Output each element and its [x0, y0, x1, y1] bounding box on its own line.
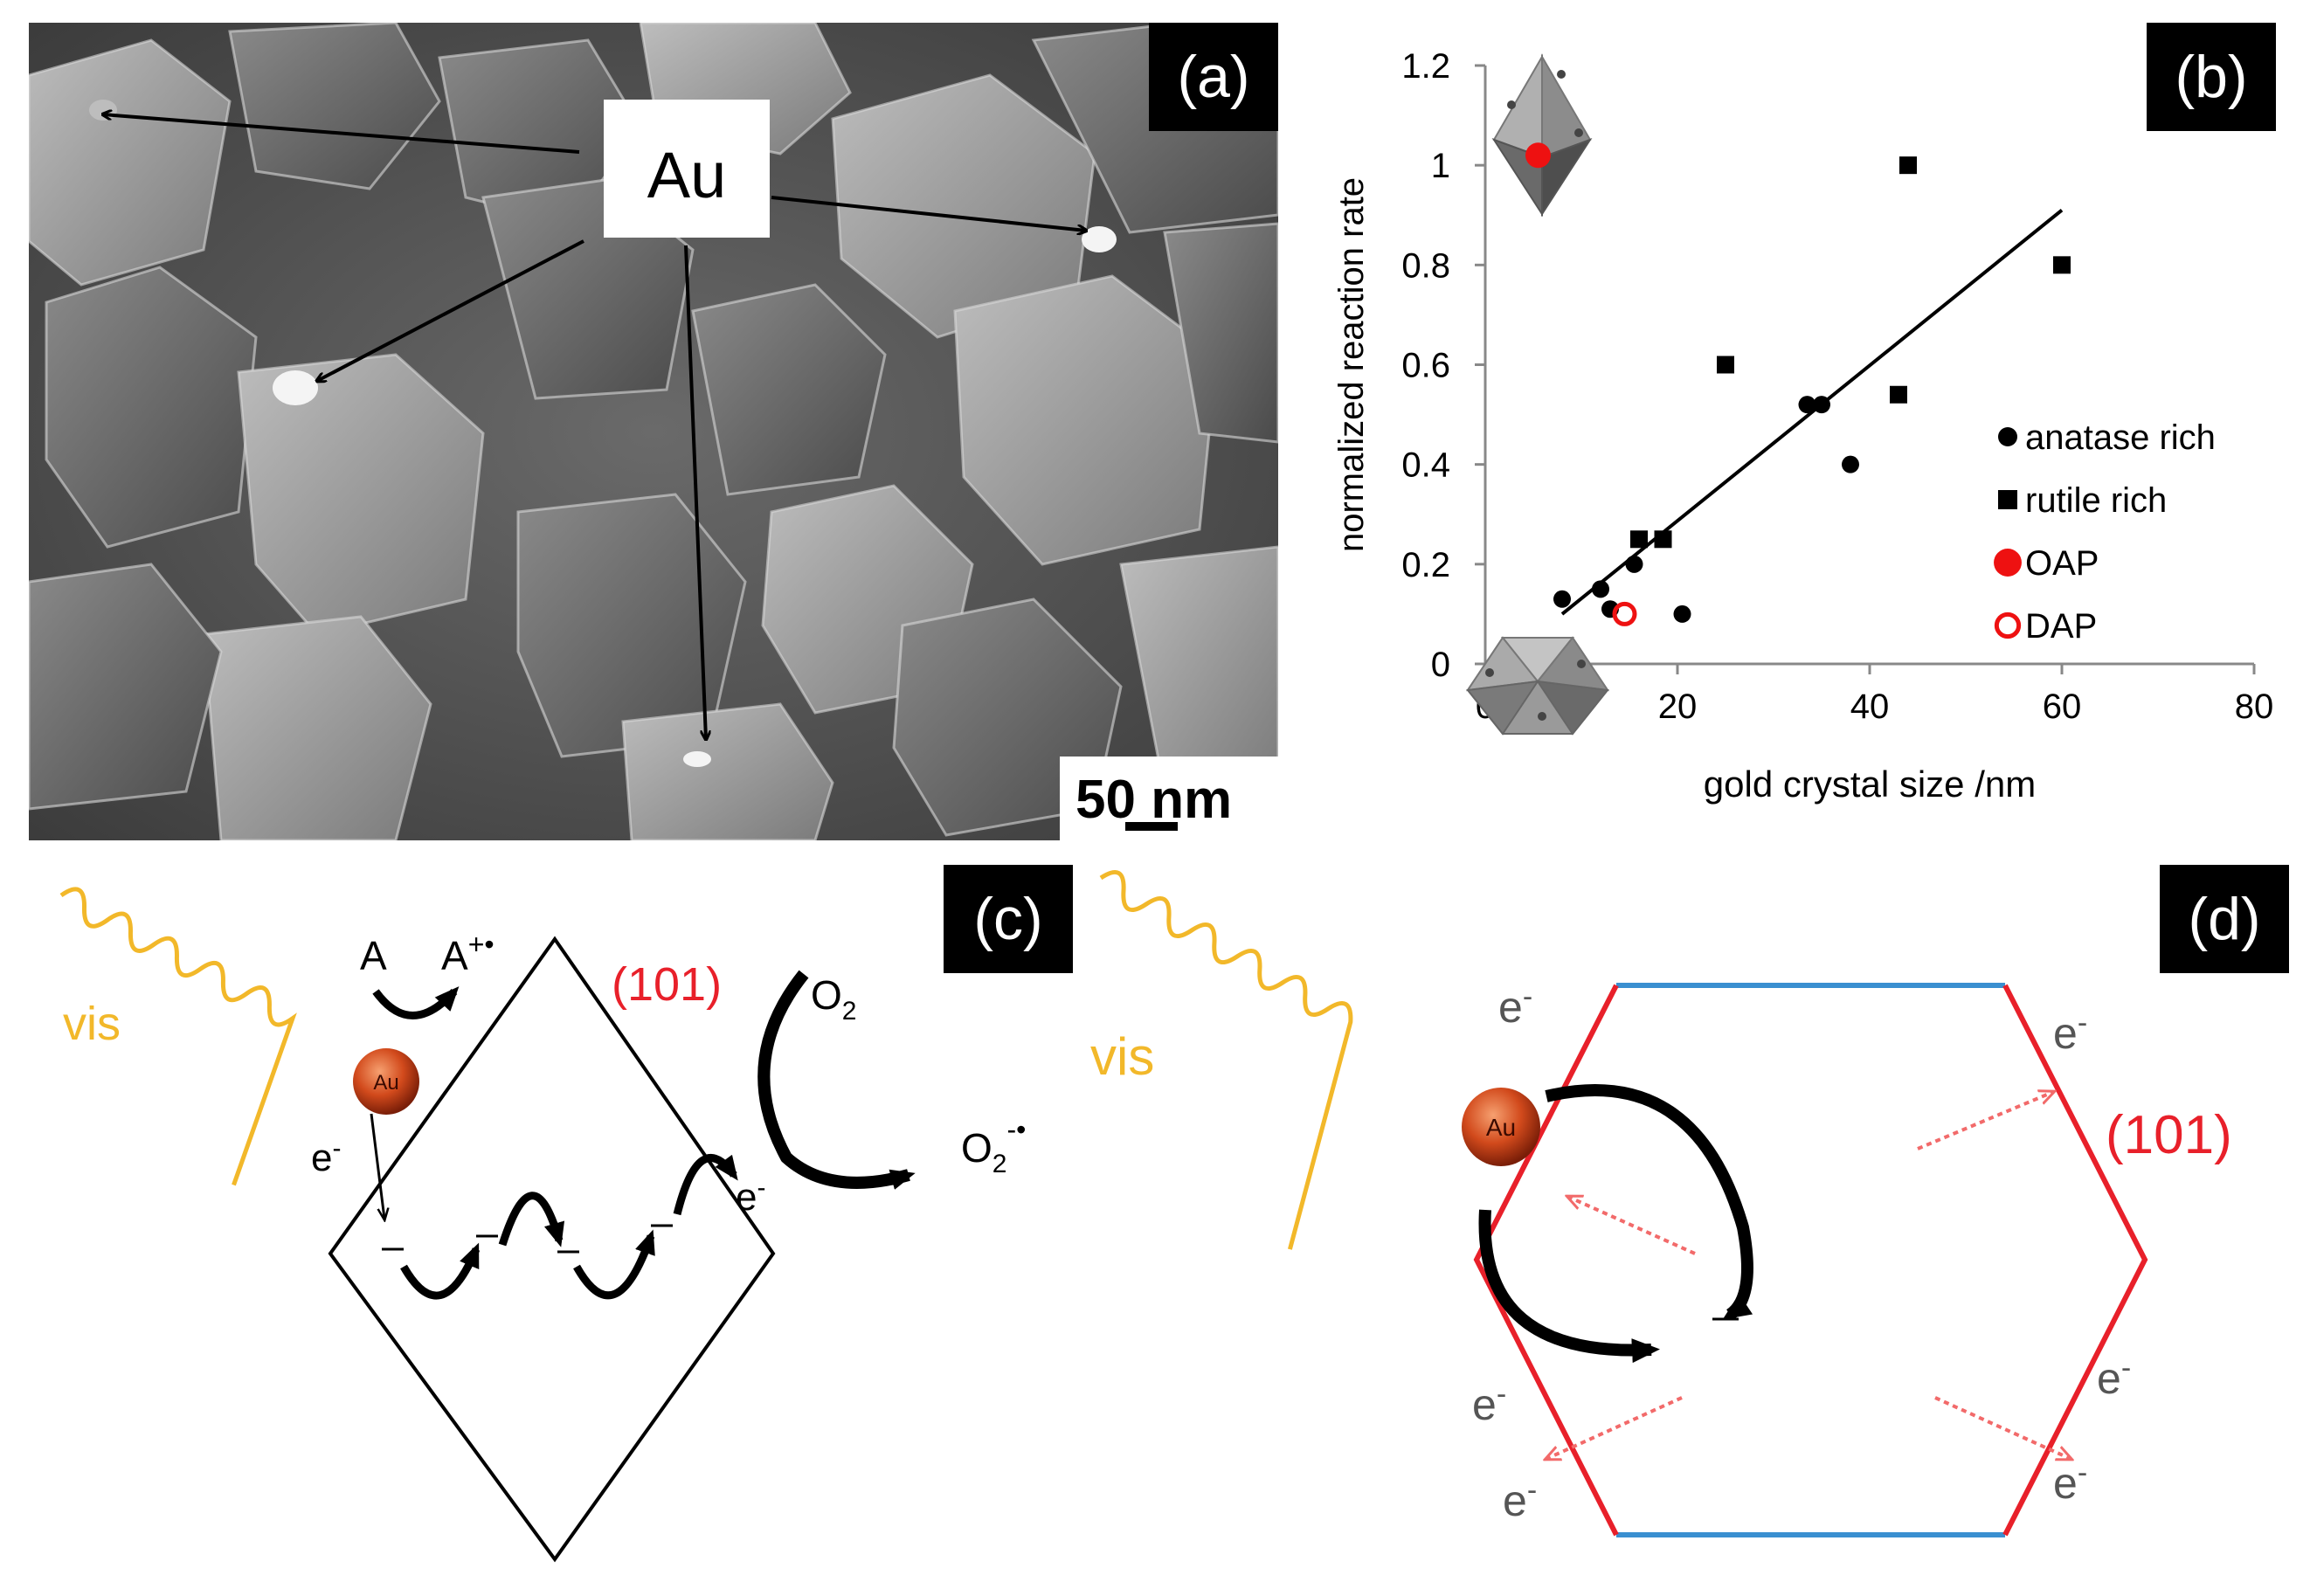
- data-point: [1890, 385, 1907, 404]
- au-particle-d: [1462, 1088, 1540, 1166]
- au-particle-c: [353, 1048, 419, 1115]
- data-point: [1625, 555, 1643, 573]
- data-point: [1525, 142, 1551, 169]
- y-tick-label: 1.2: [1401, 47, 1450, 86]
- facet-label-d: (101): [2106, 1105, 2232, 1165]
- chart-fit-line: [1560, 208, 2064, 616]
- vis-label-c: vis: [63, 998, 121, 1050]
- electron-hopping: [382, 1154, 738, 1300]
- svg-text:e-: e-: [1503, 1474, 1537, 1525]
- legend-label: OAP: [2025, 544, 2099, 583]
- scale-bar: [1125, 822, 1178, 831]
- scale-bar-label: 50 nm: [1075, 770, 1232, 830]
- y-axis-label: normalized reaction rate: [1332, 177, 1371, 552]
- svg-text:e-: e-: [2053, 1456, 2087, 1508]
- data-point: [1630, 530, 1648, 549]
- svg-text:e-: e-: [2097, 1351, 2131, 1403]
- svg-text:e-: e-: [2053, 1006, 2087, 1058]
- electron-labels-d: e- e- e- e- e- e-: [1472, 980, 2131, 1525]
- data-point: [1798, 396, 1816, 414]
- o2-reduction-arrow: [757, 970, 916, 1190]
- electron-circulation-arrow-2: [1478, 1209, 1660, 1364]
- x-axis-label: gold crystal size /nm: [1704, 763, 2036, 805]
- legend-marker: [1994, 549, 2022, 577]
- o2-label: O2: [811, 972, 856, 1026]
- anatase-rhombus: [328, 936, 776, 1563]
- svg-text:e-: e-: [1472, 1378, 1506, 1429]
- vis-label-d: vis: [1090, 1027, 1154, 1086]
- au-particle-label-d: Au: [1486, 1114, 1516, 1141]
- data-point: [1612, 601, 1637, 626]
- sem-micrograph: Au 50 nm: [27, 21, 1280, 842]
- legend-label: DAP: [2025, 607, 2097, 646]
- data-point: [1592, 580, 1609, 598]
- linear-fit: [1560, 208, 2064, 616]
- legend-marker: [1998, 427, 2017, 446]
- panel-d: vis (101) Au e- e- e- e- e-: [1083, 860, 2310, 1592]
- donor-oxidized-label: A+•: [441, 929, 495, 978]
- data-point: [2053, 256, 2071, 274]
- data-point: [1717, 356, 1734, 374]
- data-point: [1553, 590, 1571, 608]
- chart-ticks: 00.20.40.60.811.2020406080gold crystal s…: [1332, 47, 2273, 805]
- panel-c-label: (c): [944, 865, 1073, 973]
- legend-label: rutile rich: [2025, 481, 2167, 520]
- anatase-hexagon: [1473, 983, 2148, 1537]
- x-tick-label: 60: [2043, 687, 2082, 726]
- data-point: [1842, 455, 1859, 473]
- callout-arrows: [103, 114, 1086, 739]
- decahedral-crystal-icon: [1465, 636, 1610, 736]
- visible-light-wave: [59, 887, 297, 1186]
- x-tick-label: 20: [1658, 687, 1698, 726]
- donor-label: A: [360, 933, 387, 978]
- panel-d-label: (d): [2160, 865, 2289, 973]
- reaction-rate-chart: 00.20.40.60.811.2020406080gold crystal s…: [1332, 47, 2273, 805]
- svg-text:e-: e-: [1498, 980, 1532, 1032]
- legend-marker: [1994, 611, 2022, 639]
- y-tick-label: 0.2: [1401, 546, 1450, 584]
- data-point: [1813, 396, 1830, 414]
- legend-label: anatase rich: [2025, 418, 2216, 457]
- data-point: [1899, 156, 1917, 175]
- panel-a-label: (a): [1149, 23, 1278, 131]
- y-tick-label: 0.6: [1401, 347, 1450, 385]
- x-tick-label: 40: [1850, 687, 1890, 726]
- legend-marker: [1998, 490, 2017, 509]
- electron-transfer-arrows: [1546, 1092, 2071, 1459]
- y-tick-label: 1: [1431, 147, 1450, 185]
- y-tick-label: 0: [1431, 646, 1450, 684]
- x-tick-label: 80: [2235, 687, 2274, 726]
- electron-circulation-arrow-1: [1545, 1084, 1753, 1320]
- y-tick-label: 0.8: [1401, 246, 1450, 285]
- y-tick-label: 0.4: [1401, 446, 1450, 485]
- electron-label-c1: e-: [311, 1134, 341, 1179]
- panel-b-label: (b): [2147, 23, 2276, 131]
- data-point: [1654, 530, 1672, 549]
- electron-label-c2: e-: [736, 1173, 765, 1219]
- chart-points: [1525, 142, 2071, 626]
- panel-b: 00.20.40.60.811.2020406080gold crystal s…: [1293, 0, 2310, 856]
- octahedral-crystal-icon: [1491, 53, 1593, 218]
- au-particle-label-c: Au: [373, 1071, 398, 1095]
- au-callout-label: Au: [647, 139, 727, 211]
- electron-injection-arrow: [370, 1113, 384, 1219]
- panel-a: Au 50 nm (a): [27, 21, 1280, 842]
- donor-oxidation-arrow: [372, 986, 460, 1019]
- schematic-c: vis (101) Au A A+• e- e- O2 O2-•: [59, 887, 1026, 1563]
- superoxide-label: O2-•: [961, 1114, 1026, 1178]
- visible-light-wave-d: [1099, 869, 1353, 1250]
- schematic-d: vis (101) Au e- e- e- e- e-: [1090, 869, 2232, 1537]
- facet-label-c: (101): [612, 958, 722, 1011]
- au-callout-box: [604, 100, 770, 238]
- panel-c: vis (101) Au A A+• e- e- O2 O2-•: [0, 860, 1083, 1592]
- data-point: [1673, 605, 1691, 623]
